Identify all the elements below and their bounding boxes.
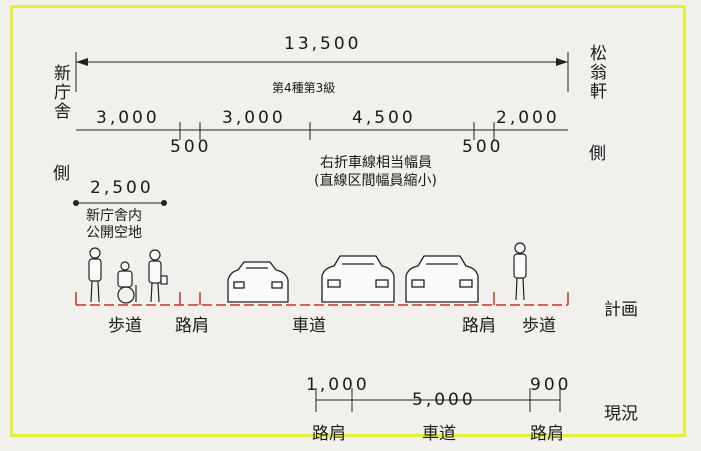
current-roadway: 車道 bbox=[422, 424, 456, 444]
current-dim-shoulder-right: 900 bbox=[530, 375, 572, 395]
pedestrian-icon bbox=[88, 247, 102, 303]
current-shoulder-right: 路肩 bbox=[530, 424, 564, 444]
turn-lane-note-2: (直線区間幅員縮小) bbox=[314, 173, 437, 189]
current-shoulder-left: 路肩 bbox=[312, 424, 346, 444]
dim-sidewalk-left: 3,000 bbox=[96, 108, 160, 128]
road-class-label: 第4種第3級 bbox=[272, 81, 336, 95]
plan-roadway: 車道 bbox=[292, 316, 326, 336]
pedestrian-right-icon bbox=[513, 242, 527, 301]
plan-sidewalk-left: 歩道 bbox=[108, 316, 142, 336]
plan-shoulder-left: 路肩 bbox=[175, 316, 209, 336]
plan-label: 計画 bbox=[604, 300, 638, 320]
current-dim-roadway: 5,000 bbox=[412, 390, 476, 410]
open-space-label-1: 新庁舎内 bbox=[86, 208, 142, 224]
open-space-width: 2,500 bbox=[90, 178, 154, 198]
arrow-right-icon bbox=[556, 58, 568, 66]
open-space-point-left bbox=[73, 200, 79, 206]
car-icon-1 bbox=[227, 261, 289, 303]
right-side-suffix: 側 bbox=[589, 144, 606, 164]
current-label: 現況 bbox=[604, 404, 638, 424]
car-icon-3 bbox=[405, 255, 479, 303]
pedestrian-with-bag-icon bbox=[148, 249, 168, 303]
right-side-label: 松翁軒 bbox=[586, 44, 606, 101]
current-dim-shoulder-left: 1,000 bbox=[306, 375, 370, 395]
dim-sidewalk-right: 2,000 bbox=[496, 108, 560, 128]
dim-shoulder-right: 500 bbox=[462, 137, 504, 157]
wheelchair-icon bbox=[117, 261, 137, 304]
left-side-suffix: 側 bbox=[53, 164, 70, 184]
plan-sidewalk-right: 歩道 bbox=[522, 316, 556, 336]
plan-shoulder-right: 路肩 bbox=[462, 316, 496, 336]
left-side-label: 新庁舎 bbox=[50, 64, 70, 121]
open-space-point-right bbox=[161, 200, 167, 206]
car-icon-2 bbox=[321, 255, 395, 303]
highlight-frame bbox=[10, 5, 686, 437]
dim-lane-left: 3,000 bbox=[222, 108, 286, 128]
dim-lane-right: 4,500 bbox=[352, 108, 416, 128]
arrow-left-icon bbox=[76, 58, 88, 66]
total-width-label: 13,500 bbox=[284, 34, 362, 54]
open-space-label-2: 公開空地 bbox=[86, 225, 142, 241]
turn-lane-note-1: 右折車線相当幅員 bbox=[320, 155, 432, 171]
dim-shoulder-left: 500 bbox=[170, 137, 212, 157]
